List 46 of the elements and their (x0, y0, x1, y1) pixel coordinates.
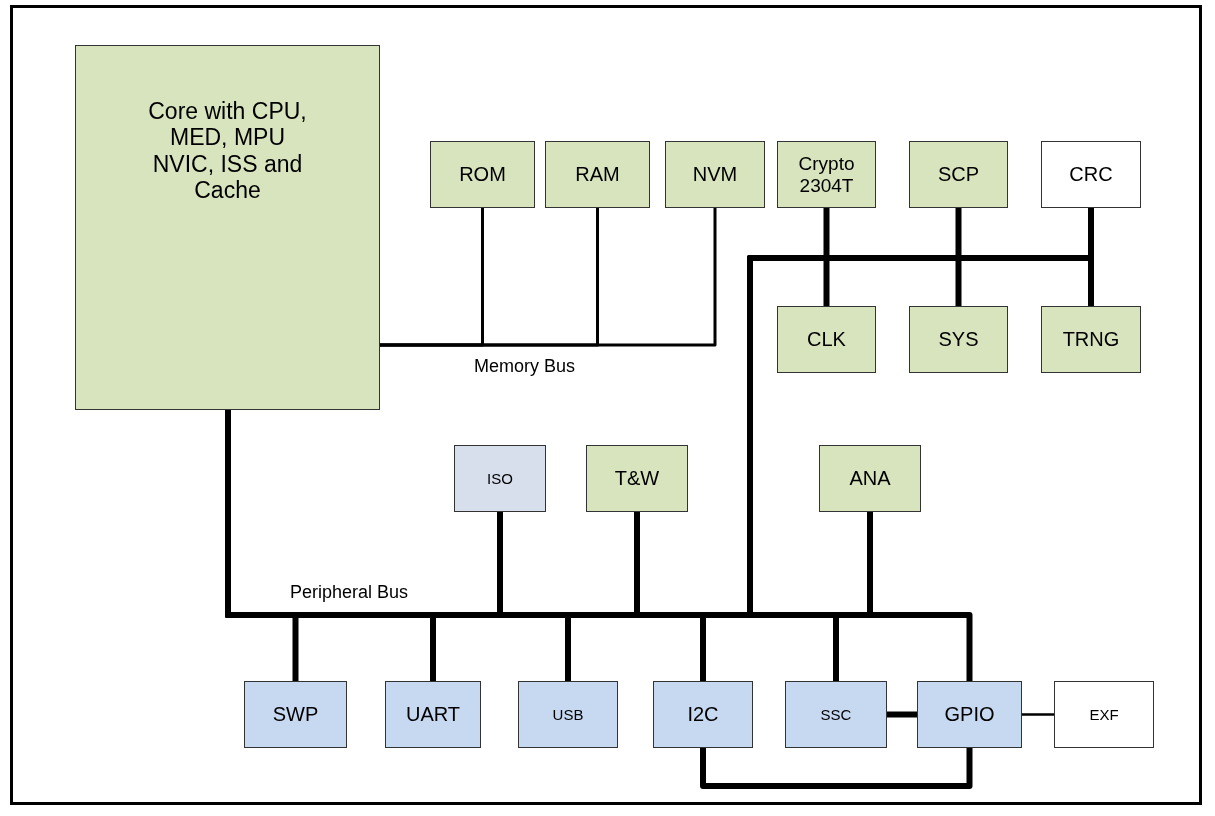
bus-line (1022, 713, 1054, 716)
module-block (665, 141, 765, 208)
module-block (454, 445, 546, 512)
module-block (1054, 681, 1154, 748)
module-block (909, 306, 1008, 373)
bus-line (700, 748, 973, 789)
block-label: ISO (487, 469, 513, 488)
block-label: UART (405, 703, 461, 726)
block-label: I2C (687, 703, 719, 726)
module-block (909, 141, 1008, 208)
bus-line (380, 208, 717, 347)
block-label: TRNG (1062, 328, 1120, 351)
block-label: SCP (937, 163, 980, 186)
block-label: Crypto 2304T (797, 152, 856, 197)
module-block (385, 681, 481, 748)
module-block (777, 141, 876, 208)
module-block (545, 141, 650, 208)
module-block (785, 681, 887, 748)
module-block (653, 681, 753, 748)
block-label: ROM (459, 163, 506, 186)
module-block (518, 681, 618, 748)
bus-label: Peripheral Bus (290, 582, 409, 603)
core-block (75, 45, 380, 410)
module-block (586, 445, 688, 512)
block-label: RAM (575, 163, 620, 186)
block-label: SSC (820, 705, 852, 724)
block-label: CLK (807, 328, 846, 351)
block-label: USB (552, 705, 584, 724)
block-label: Core with CPU, MED, MPU NVIC, ISS and Cache (147, 98, 308, 204)
block-label: SWP (272, 703, 319, 726)
module-block (244, 681, 347, 748)
block-label: ANA (849, 467, 891, 490)
module-block (1041, 141, 1141, 208)
block-label: GPIO (944, 703, 995, 726)
module-block (819, 445, 921, 512)
bus-label: Memory Bus (474, 356, 576, 377)
block-label: SYS (938, 328, 979, 351)
module-block (777, 306, 876, 373)
module-block (1041, 306, 1141, 373)
module-block (917, 681, 1022, 748)
block-label: NVM (692, 163, 738, 186)
block-label: EXF (1089, 705, 1119, 724)
bus-line (887, 711, 917, 718)
module-block (430, 141, 535, 208)
block-label: CRC (1069, 163, 1113, 186)
block-label: T&W (614, 467, 660, 490)
